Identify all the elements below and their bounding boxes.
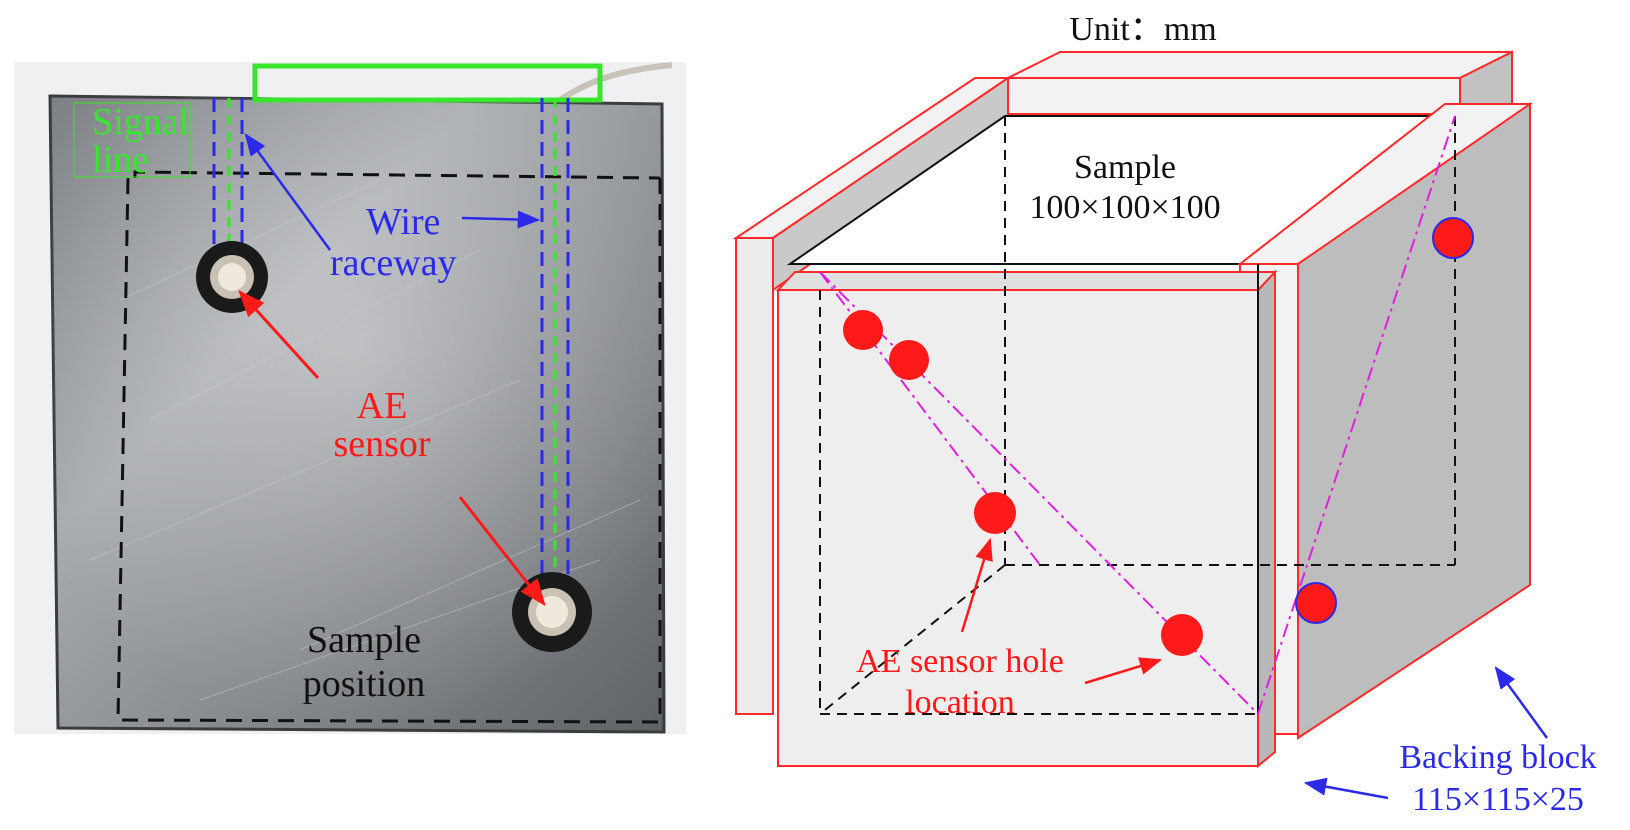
sensor-hole-4 (1161, 614, 1203, 656)
sample-label-2: 100×100×100 (1029, 189, 1220, 226)
wire-raceway-left (212, 98, 244, 250)
sample-label-1: Sample (1074, 149, 1176, 186)
wire-raceway-arrow-left (244, 133, 332, 251)
signal-cable (558, 62, 673, 103)
photo-panel: Signal line Wire raceway AE sensor Sampl… (14, 62, 686, 734)
ae-sensor-label-1: AE (357, 385, 408, 427)
sensor-hole-2 (889, 340, 929, 380)
schematic-panel: Unit：mm Sample 100×100×100 (732, 11, 1597, 818)
ae-sensor-arrow-bottom (458, 496, 546, 607)
wire-raceway-right (540, 98, 570, 582)
backing-block-arrow-2 (1303, 777, 1389, 800)
ae-sensor-label-2: sensor (333, 423, 430, 465)
ae-sensor-arrow-top (238, 290, 320, 380)
backing-block-label-1: Backing block (1399, 739, 1596, 776)
sensor-hole-1 (843, 310, 883, 350)
sensor-hole-arrow-left (960, 537, 993, 633)
sensor-hole-label-2: location (905, 684, 1015, 721)
backing-block-label-2: 115×115×25 (1412, 781, 1584, 818)
ae-sensor-top (196, 241, 268, 313)
signal-line-label-2: line (92, 139, 149, 181)
sensor-hole-arrow-right (1084, 657, 1163, 685)
signal-line-box (73, 102, 191, 178)
sample-position-label-2: position (303, 663, 425, 705)
sensor-hole-6 (1295, 582, 1337, 624)
sensor-hole-label-1: AE sensor hole (856, 643, 1064, 680)
plate-sheen (50, 96, 664, 732)
wire-raceway-arrow-right (461, 210, 541, 229)
wire-raceway-label-2: raceway (330, 242, 457, 284)
backing-block-arrow-1 (1494, 666, 1549, 739)
ae-sensor-bottom (512, 572, 592, 652)
sensor-hole-3 (974, 492, 1016, 534)
unit-label: Unit：mm (1069, 11, 1216, 48)
wire-raceway-label-1: Wire (366, 201, 440, 243)
backing-block-front (775, 269, 1278, 769)
signal-line-label-1: Signal (92, 101, 189, 143)
sensor-holes (843, 217, 1474, 656)
sample-position-outline (116, 170, 662, 724)
sensor-hole-5 (1432, 217, 1474, 259)
cable-outlet-box (252, 63, 603, 103)
sample-position-label-1: Sample (307, 619, 421, 661)
